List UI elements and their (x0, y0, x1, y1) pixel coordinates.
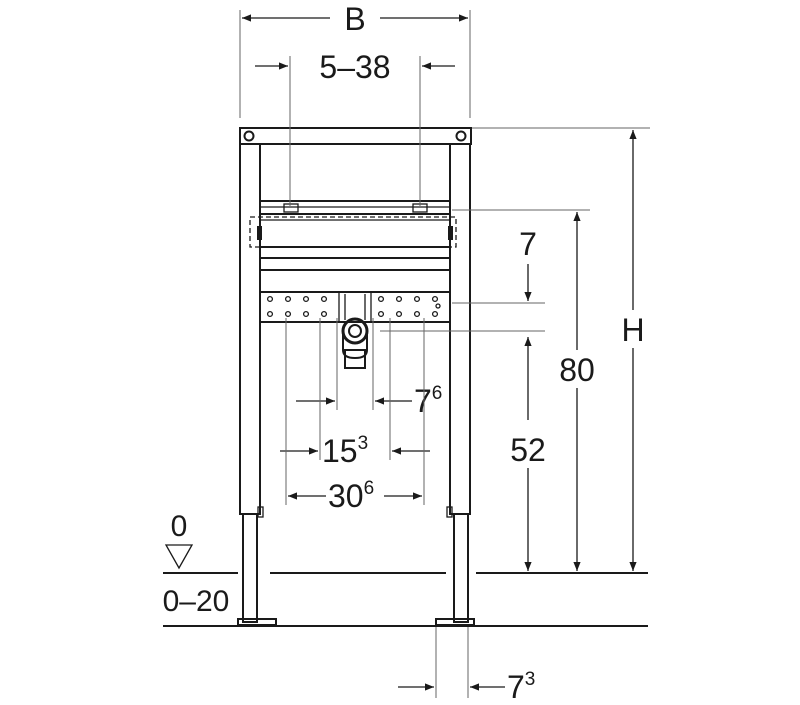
frame-clip-right (446, 506, 453, 518)
dim-foot-offset-label: 73 (507, 669, 535, 700)
floor-range-label: 0–20 (163, 585, 230, 618)
dimension-outlet-height: 52 (510, 337, 546, 571)
dimension-hole-spacing-wide: 306 (285, 318, 425, 514)
frame (237, 127, 475, 626)
dashed-bracket-outline (249, 216, 457, 248)
bracket-clip-left (257, 226, 262, 240)
dimension-frame-height: 80 (452, 209, 595, 571)
rail-holes (266, 295, 441, 318)
upper-crossbars (249, 200, 457, 271)
dim-height-label: H (621, 312, 644, 348)
frame-upright-left (239, 143, 261, 515)
dim-frame-height-label: 80 (559, 352, 595, 388)
dimension-width: B (239, 1, 471, 118)
floor-level-label: 0 (171, 510, 188, 543)
dimension-hole-spacing-mid: 153 (280, 318, 430, 469)
dimension-rail-offset: 7 (380, 226, 545, 332)
dimension-hole-spacing-small: 76 (296, 318, 442, 419)
drain-outlet-fitting (338, 291, 372, 369)
dimension-foot-offset: 73 (398, 627, 535, 705)
crossbar-middle (259, 213, 451, 248)
dimension-connector-spacing: 5–38 (255, 49, 455, 206)
dim-width-label: B (344, 1, 365, 37)
frame-upright-right (449, 143, 471, 515)
mount-hole-right (455, 130, 467, 142)
floor-level-triangle (164, 544, 194, 570)
frame-clip-left (257, 506, 264, 518)
dim-outlet-height-label: 52 (510, 432, 546, 468)
foot-tube-right (453, 513, 469, 623)
mount-hole-left (243, 130, 255, 142)
dim-rail-offset-label: 7 (519, 226, 537, 262)
frame-top-bar (239, 127, 472, 145)
floor-lines (163, 572, 648, 627)
dim-hole-spacing-small-label: 76 (414, 383, 442, 419)
dimension-height: H (472, 127, 650, 571)
perforated-rail (259, 291, 451, 369)
dim-connector-spacing-label: 5–38 (319, 49, 390, 85)
dim-hole-spacing-wide-label: 306 (328, 478, 374, 514)
bracket-clip-right (448, 226, 453, 240)
connector-block-left (283, 203, 299, 213)
crossbar-lower (259, 257, 451, 271)
floor-level-marker: 0 0–20 (163, 510, 230, 618)
foot-tube-left (242, 513, 258, 623)
dim-hole-spacing-mid-label: 153 (322, 433, 368, 469)
